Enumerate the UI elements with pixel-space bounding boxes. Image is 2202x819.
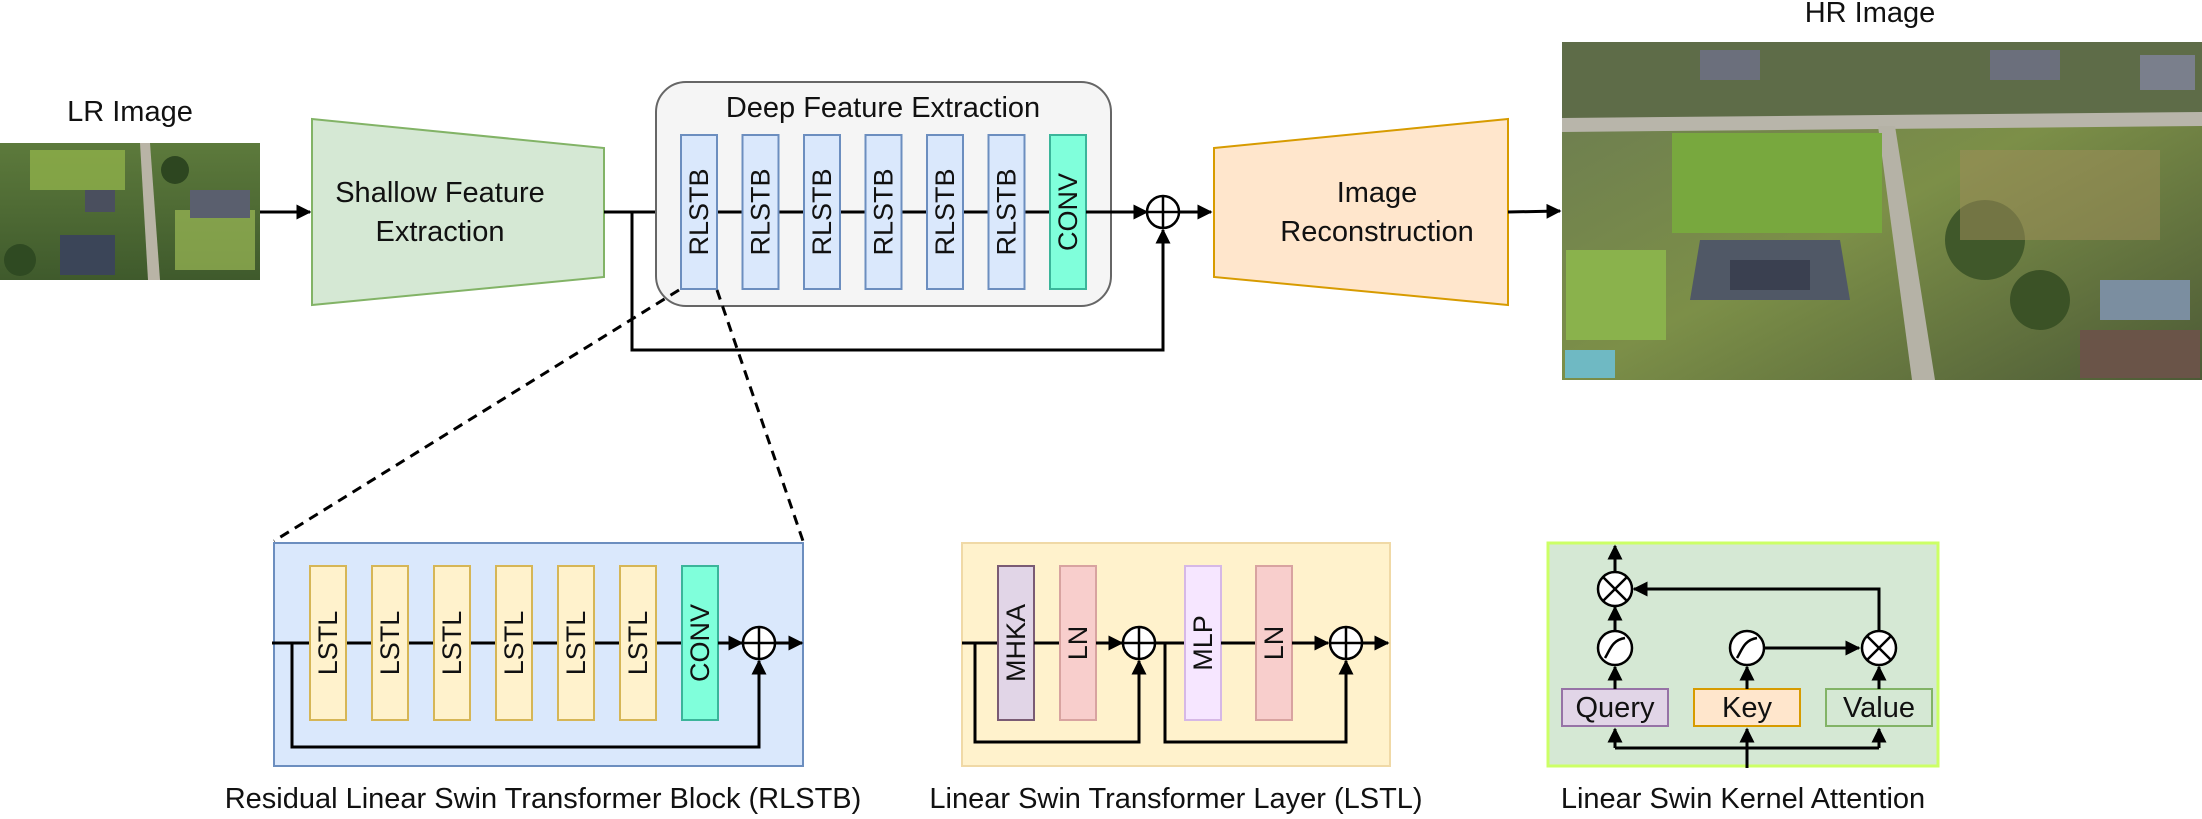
mlp-label: MLP <box>1188 615 1218 671</box>
mlp-block <box>1184 565 1222 721</box>
lstl-skip-2 <box>1163 643 1354 744</box>
rlstb-block-6 <box>619 565 657 721</box>
mhka-label: MHKA <box>1001 604 1031 682</box>
rlstb-block-label-1: LSTL <box>313 611 343 676</box>
zoom-line-left <box>273 288 680 543</box>
deep-block-label-4: RLSTB <box>869 168 899 255</box>
rlstb-block-2 <box>371 565 409 721</box>
hr-image <box>1562 42 2202 380</box>
mhka-block <box>997 565 1035 721</box>
rlstb-caption: Residual Linear Swin Transformer Block (… <box>225 783 862 814</box>
rlstb-block-4 <box>495 565 533 721</box>
image-reconstruction-block: Image Reconstruction <box>1213 117 1509 307</box>
lstl-caption: Linear Swin Transformer Layer (LSTL) <box>929 783 1422 814</box>
shallow-label-line1: Shallow Feature <box>335 177 545 209</box>
query-kernel-node <box>1596 629 1634 667</box>
rlstb-block-label-2: LSTL <box>375 611 405 676</box>
attention-caption: Linear Swin Kernel Attention <box>1561 783 1925 814</box>
ln-label-2: LN <box>1259 626 1289 661</box>
rlstb-block-label-5: LSTL <box>561 611 591 676</box>
deep-block-label-6: RLSTB <box>992 168 1022 255</box>
rlstb-block-label-4: LSTL <box>499 611 529 676</box>
deep-block-label-3: RLSTB <box>807 168 837 255</box>
query-box <box>1561 688 1669 727</box>
key-kernel-node <box>1728 629 1766 667</box>
deep-block-3 <box>803 134 841 290</box>
rlstb-skip-connection <box>290 643 767 749</box>
ln-block-1 <box>1059 565 1097 721</box>
sum-node-lstl-2 <box>1328 625 1364 661</box>
rlstb-block-label-3: LSTL <box>437 611 467 676</box>
rlstb-block-5 <box>557 565 595 721</box>
deep-block-label-5: RLSTB <box>930 168 960 255</box>
rlstb-block-3 <box>433 565 471 721</box>
arrow-reconstruction-to-hr <box>1507 203 1562 219</box>
rlstb-block-1 <box>309 565 347 721</box>
query-label: Query <box>1576 692 1655 724</box>
lstl-skip-1 <box>973 643 1147 744</box>
lr-image-label: LR Image <box>67 96 193 128</box>
sum-node-lstl-1 <box>1121 625 1157 661</box>
deep-block-4 <box>864 134 903 290</box>
deep-block-label-2: RLSTB <box>746 168 776 255</box>
sum-node-top <box>1145 194 1181 230</box>
ln-block-2 <box>1255 565 1293 721</box>
lr-image <box>0 143 260 280</box>
deep-block-7 <box>1049 134 1087 290</box>
global-skip-connection <box>630 212 1171 352</box>
value-box <box>1825 688 1933 727</box>
deep-block-5 <box>926 134 964 290</box>
hr-image-label: HR Image <box>1805 0 1936 29</box>
sum-node-rlstb <box>741 625 777 661</box>
attention-detail-panel: Query Key Value <box>1546 541 1940 768</box>
reconstruction-label-line1: Image <box>1337 177 1418 209</box>
deep-feature-title: Deep Feature Extraction <box>726 92 1040 124</box>
ln-label-1: LN <box>1063 626 1093 661</box>
multiply-node-query <box>1596 570 1634 608</box>
lstl-detail-panel: MHKA LN MLP LN <box>961 542 1391 767</box>
rlstb-block-label-7: CONV <box>685 604 715 682</box>
shallow-feature-extraction-block: Shallow Feature Extraction <box>311 117 605 307</box>
zoom-line-right <box>715 289 805 542</box>
value-to-query-path <box>1632 581 1881 631</box>
rlstb-detail-panel: LSTL LSTL LSTL LSTL LSTL LSTL CONV <box>272 542 804 767</box>
key-label: Key <box>1722 692 1772 724</box>
deep-block-6 <box>987 134 1026 290</box>
key-box <box>1693 688 1801 727</box>
shallow-label-line2: Extraction <box>376 216 505 248</box>
rlstb-block-label-6: LSTL <box>623 611 653 676</box>
value-label: Value <box>1843 692 1915 724</box>
deep-block-2 <box>741 134 780 290</box>
deep-block-1 <box>680 134 718 290</box>
multiply-node-value <box>1860 629 1898 667</box>
reconstruction-label-line2: Reconstruction <box>1280 216 1473 248</box>
deep-block-label-1: RLSTB <box>684 168 714 255</box>
rlstb-block-list: LSTL LSTL LSTL LSTL LSTL LSTL CONV <box>309 565 719 721</box>
deep-block-list: RLSTB RLSTB RLSTB RLSTB RLSTB RLSTB CONV <box>680 134 1087 290</box>
deep-block-label-7: CONV <box>1053 173 1083 251</box>
